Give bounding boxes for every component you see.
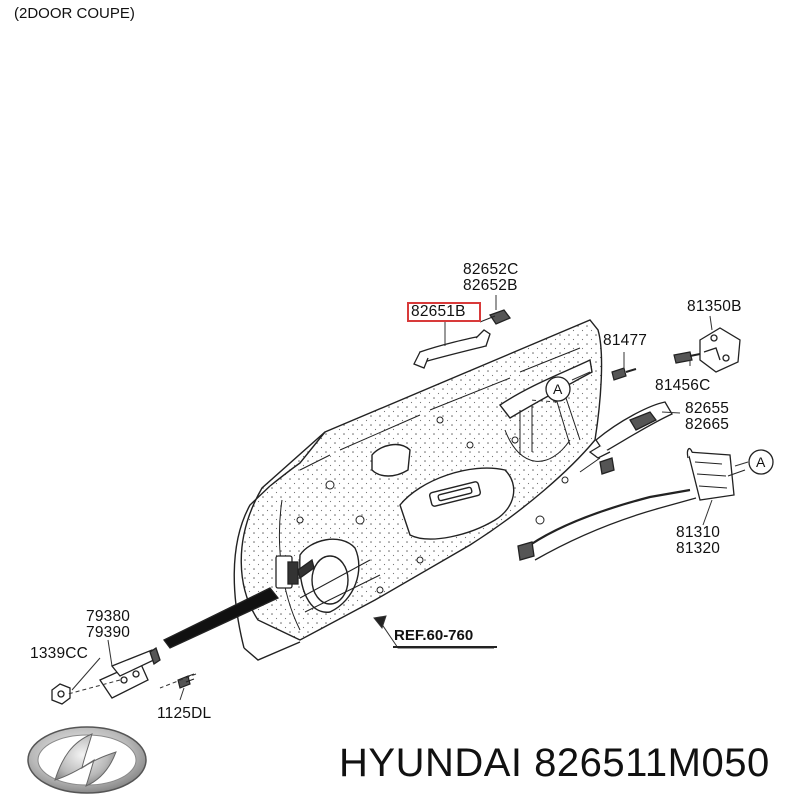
reference-underline: [393, 646, 497, 648]
inside-handle-part: [579, 401, 673, 475]
part-label-81456c[interactable]: 81456C: [655, 377, 711, 394]
striker-part: [699, 327, 741, 373]
callout-a-right: A: [756, 454, 766, 470]
latch-and-cable: [517, 447, 746, 561]
door-panel: [233, 319, 603, 661]
hyundai-logo-icon: [27, 726, 147, 794]
bolt-81456c: [673, 351, 701, 364]
nut-1339cc: [51, 683, 71, 705]
part-label-82652b[interactable]: 82652B: [463, 277, 518, 294]
part-label-79380[interactable]: 79380: [86, 608, 131, 625]
screw-81477: [611, 367, 637, 381]
part-label-81477[interactable]: 81477: [603, 332, 648, 349]
part-label-82652c[interactable]: 82652C: [463, 261, 519, 278]
callout-a-left: A: [553, 381, 563, 397]
part-label-82665[interactable]: 82665: [685, 416, 730, 433]
part-label-81350b[interactable]: 81350B: [687, 298, 742, 315]
part-label-81320[interactable]: 81320: [676, 540, 721, 557]
part-label-82655[interactable]: 82655: [685, 400, 730, 417]
bolt-1125dl: [177, 673, 195, 689]
outside-handle-part: [413, 309, 512, 369]
highlight-box-82651b: [407, 302, 481, 322]
variant-label: (2DOOR COUPE): [14, 5, 135, 22]
reference-label[interactable]: REF.60-760: [394, 627, 474, 644]
part-label-1125dl[interactable]: 1125DL: [157, 705, 212, 722]
part-label-81310[interactable]: 81310: [676, 524, 721, 541]
part-label-79390[interactable]: 79390: [86, 624, 131, 641]
detail-a-callouts: [545, 376, 774, 475]
brand-caption: HYUNDAI 826511M050: [339, 741, 770, 785]
door-hinge-part: [99, 646, 161, 699]
door-check-strap: [163, 555, 315, 649]
part-label-1339cc[interactable]: 1339CC: [30, 645, 89, 662]
part-label-82651b[interactable]: 82651B: [411, 303, 466, 320]
leader-lines: [67, 295, 749, 701]
